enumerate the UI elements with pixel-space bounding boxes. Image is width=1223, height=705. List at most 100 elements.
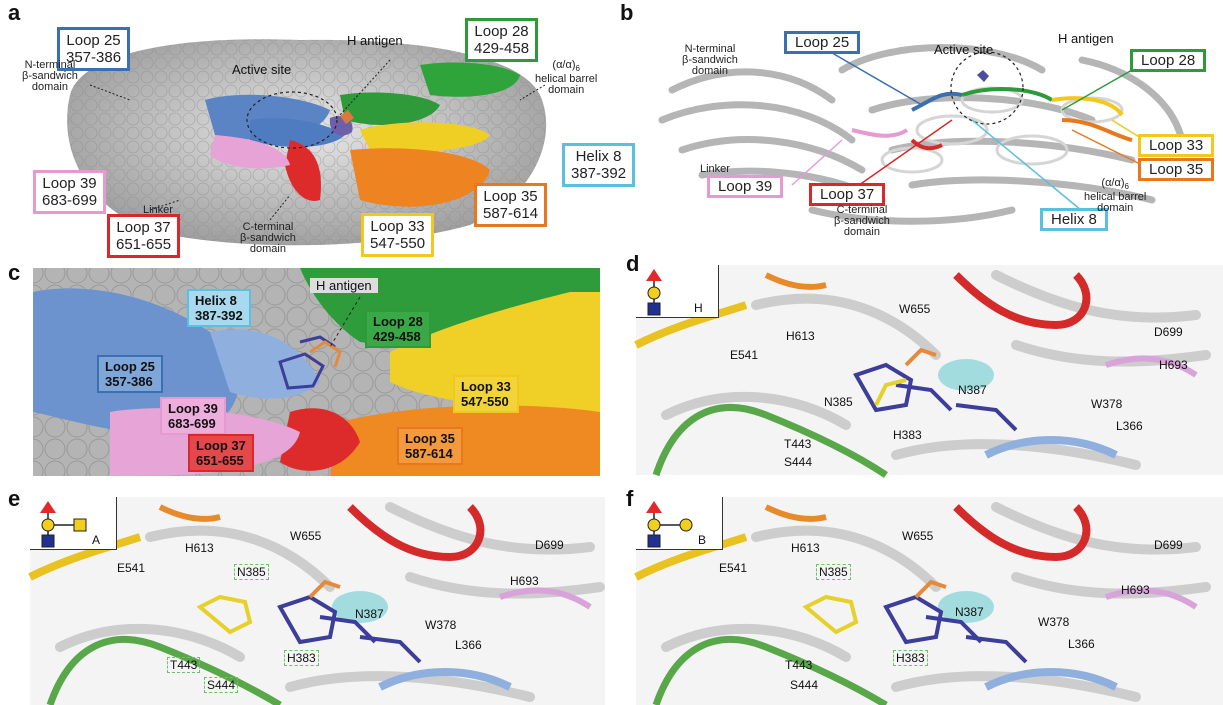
f-res-n387: N387: [955, 605, 984, 619]
d-res-n385: N385: [824, 395, 853, 409]
box-loop25: Loop 25 357-386: [57, 27, 131, 71]
e-glycan-legend-icon: [40, 501, 87, 548]
c-h-antigen: H antigen: [310, 278, 378, 293]
f-res-e541: E541: [719, 561, 748, 575]
c-box-loop28: Loop 28 429-458: [365, 310, 431, 348]
d-res-t443: T443: [784, 437, 812, 451]
c-box-loop39: Loop 39 683-699: [160, 397, 226, 435]
panel-f: B H613 W655 D699 E541 N385 H693 N387 W37…: [634, 497, 1223, 705]
box-helix8-name: Helix 8: [575, 148, 622, 165]
f-legend: B: [636, 497, 723, 550]
panel-b: b Loop 25 Loop 28 Loop 33 Loop 35 Loop 3…: [612, 0, 1223, 262]
f-res-l366: L366: [1068, 637, 1095, 651]
b-helical-barrel: (α/α)6 helical barrel domain: [1084, 177, 1147, 215]
e-legend: A: [30, 497, 117, 550]
d-res-h693: H693: [1159, 358, 1188, 372]
panel-c-surface: [33, 268, 600, 476]
e-res-h383: H383: [284, 650, 319, 666]
e-res-d699: D699: [535, 538, 564, 552]
panel-label-b: b: [620, 0, 634, 25]
box-loop37-name: Loop 37: [116, 219, 171, 236]
box-helix8-range: 387-392: [571, 165, 627, 182]
panel-b-ribbon: [658, 44, 1186, 225]
e-res-w378: W378: [425, 618, 457, 632]
b-box-helix8: Helix 8: [1040, 208, 1108, 231]
b-n-terminal: N-terminal β-sandwich domain: [682, 43, 738, 77]
box-loop35: Loop 35 587-614: [474, 183, 548, 227]
panel-label-f: f: [626, 486, 634, 511]
box-loop35-range: 587-614: [483, 205, 539, 222]
box-loop33: Loop 33 547-550: [361, 213, 435, 257]
b-c-terminal: C-terminal β-sandwich domain: [834, 204, 890, 238]
box-loop35-name: Loop 35: [483, 188, 538, 205]
box-loop33-name: Loop 33: [370, 218, 425, 235]
d-res-e541: E541: [730, 348, 759, 362]
e-legend-label: A: [92, 533, 101, 547]
box-loop28: Loop 28 429-458: [465, 18, 539, 62]
b-box-loop25: Loop 25: [784, 31, 861, 54]
box-loop33-range: 547-550: [370, 235, 426, 252]
panel-label-a: a: [8, 0, 21, 25]
f-res-n385: N385: [816, 564, 851, 580]
d-res-w378: W378: [1091, 397, 1123, 411]
panel-f-ribbon: [634, 497, 1223, 705]
panel-label-c: c: [8, 260, 21, 285]
f-res-h693: H693: [1121, 583, 1150, 597]
e-res-w655: W655: [290, 529, 322, 543]
panel-a: a Loop 25 357-386 Loop 28 429-458 Helix …: [0, 0, 636, 262]
d-res-h613: H613: [786, 329, 815, 343]
b-active-site: Active site: [934, 42, 994, 57]
f-res-w655: W655: [902, 529, 934, 543]
e-res-e541: E541: [117, 561, 146, 575]
panel-d: H d H613 W655 D699 E541 H693 N387 N385 W…: [634, 265, 1223, 478]
e-res-n385: N385: [234, 564, 269, 580]
a-n-terminal: N-terminal β-sandwich domain: [22, 59, 78, 93]
b-h-antigen: H antigen: [1058, 31, 1114, 46]
d-legend: H: [636, 265, 719, 318]
box-loop25-range: 357-386: [66, 49, 122, 66]
e-res-s444: S444: [204, 677, 239, 693]
panel-e-ribbon: [28, 497, 605, 705]
c-box-loop25: Loop 25 357-386: [97, 355, 163, 393]
box-loop39: Loop 39 683-699: [33, 170, 107, 214]
d-res-d699: D699: [1154, 325, 1183, 339]
e-res-h693: H693: [510, 574, 539, 588]
f-res-d699: D699: [1154, 538, 1183, 552]
f-glycan-legend-icon: [646, 501, 693, 548]
d-res-h383: H383: [893, 428, 922, 442]
a-h-antigen: H antigen: [347, 33, 403, 48]
box-loop28-name: Loop 28: [474, 23, 529, 40]
f-res-h383: H383: [893, 650, 928, 666]
e-res-t443: T443: [167, 657, 201, 673]
box-loop37-range: 651-655: [116, 236, 172, 253]
d-res-s444: S444: [784, 455, 813, 469]
e-res-h613: H613: [185, 541, 214, 555]
box-loop25-name: Loop 25: [66, 32, 121, 49]
box-loop39-name: Loop 39: [42, 175, 97, 192]
box-loop28-range: 429-458: [474, 40, 530, 57]
panel-c: c H antigen Helix 8 387-392 Loop 28 429-…: [0, 262, 612, 476]
box-loop37: Loop 37 651-655: [107, 214, 181, 258]
b-box-loop33: Loop 33: [1138, 134, 1215, 157]
b-box-loop37: Loop 37: [809, 183, 886, 206]
e-res-n387: N387: [355, 607, 384, 621]
a-active-site: Active site: [232, 62, 292, 77]
panel-d-ribbon: [634, 265, 1223, 478]
a-c-terminal: C-terminal β-sandwich domain: [240, 221, 296, 255]
f-res-w378: W378: [1038, 615, 1070, 629]
panel-e: A H613 W655 D699 E541 N385 H693 N387 W37…: [28, 497, 605, 705]
c-box-loop37: Loop 37 651-655: [188, 434, 254, 472]
f-res-h613: H613: [791, 541, 820, 555]
b-box-loop35: Loop 35: [1138, 158, 1215, 181]
c-box-helix8: Helix 8 387-392: [187, 289, 251, 327]
b-box-loop39: Loop 39: [707, 175, 784, 198]
panel-a-surface: [67, 39, 547, 246]
panel-label-d-outer: d: [626, 251, 640, 276]
c-box-loop35: Loop 35 587-614: [397, 427, 463, 465]
panel-label-e: e: [8, 486, 21, 511]
box-helix8: Helix 8 387-392: [562, 143, 636, 187]
f-legend-label: B: [698, 533, 707, 547]
c-box-loop33: Loop 33 547-550: [453, 375, 519, 413]
b-linker: Linker: [700, 163, 730, 175]
f-res-t443: T443: [785, 658, 813, 672]
